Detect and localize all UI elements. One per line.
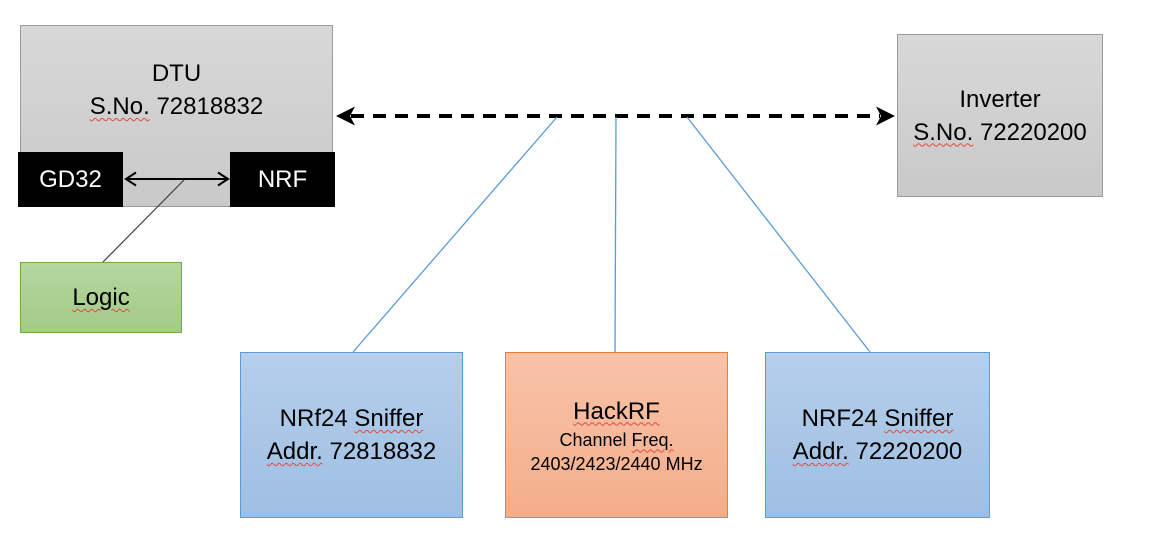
dtu-serial-value: 72818832 bbox=[156, 93, 264, 120]
sniffer-right-name: NRF24 Sniffer bbox=[802, 402, 954, 435]
hackrf-freq-label: Channel Freq. bbox=[559, 428, 673, 452]
inverter-serial-label: S.No. bbox=[913, 118, 974, 146]
hackrf-title: HackRF bbox=[573, 397, 660, 425]
nrf-chip-box: NRF bbox=[230, 152, 335, 207]
logic-box: Logic bbox=[20, 262, 182, 333]
gd32-chip-box: GD32 bbox=[18, 152, 123, 207]
hackrf-freq-word1: Channel bbox=[559, 429, 627, 450]
sniffer-left-box: NRf24 Sniffer Addr. 72818832 bbox=[240, 352, 463, 518]
sniffer-right-box: NRF24 Sniffer Addr. 72220200 bbox=[765, 352, 990, 518]
sniffer-left-connector bbox=[352, 116, 558, 353]
nrf-label: NRF bbox=[257, 166, 308, 193]
sniffer-right-addr-label: Addr. bbox=[792, 438, 849, 465]
dtu-serial-label: S.No. bbox=[89, 93, 150, 120]
inverter-serial-value: 72220200 bbox=[979, 118, 1087, 146]
sniffer-right-connector bbox=[686, 116, 871, 353]
inverter-box: Inverter S.No. 72220200 bbox=[897, 34, 1103, 197]
sniffer-left-addr-value: 72818832 bbox=[329, 438, 437, 465]
hackrf-frequencies: 2403/2423/2440 MHz bbox=[530, 453, 703, 474]
sniffer-left-name: NRf24 Sniffer bbox=[280, 402, 424, 435]
sniffer-left-name-word2: Sniffer bbox=[354, 405, 424, 432]
gd32-label: GD32 bbox=[39, 166, 102, 193]
sniffer-right-name-word2: Sniffer bbox=[884, 405, 954, 432]
dtu-serial: S.No. 72818832 bbox=[90, 90, 263, 123]
dtu-title: DTU bbox=[151, 60, 202, 87]
inverter-serial: S.No. 72220200 bbox=[913, 116, 1086, 149]
sniffer-right-addr: Addr. 72220200 bbox=[793, 435, 963, 468]
sniffer-left-addr: Addr. 72818832 bbox=[267, 435, 437, 468]
hackrf-box: HackRF Channel Freq. 2403/2423/2440 MHz bbox=[505, 352, 728, 518]
sniffer-right-addr-value: 72220200 bbox=[855, 438, 963, 465]
sniffer-left-name-word1: NRf24 bbox=[279, 405, 348, 432]
sniffer-right-name-word1: NRF24 bbox=[801, 405, 878, 432]
hackrf-connector bbox=[614, 116, 617, 353]
inverter-title: Inverter bbox=[959, 85, 1041, 113]
hackrf-freq-word2: Freq. bbox=[631, 429, 674, 450]
logic-label: Logic bbox=[72, 284, 130, 311]
sniffer-left-addr-label: Addr. bbox=[266, 438, 323, 465]
rf-link-dashed-arrow bbox=[336, 106, 895, 126]
